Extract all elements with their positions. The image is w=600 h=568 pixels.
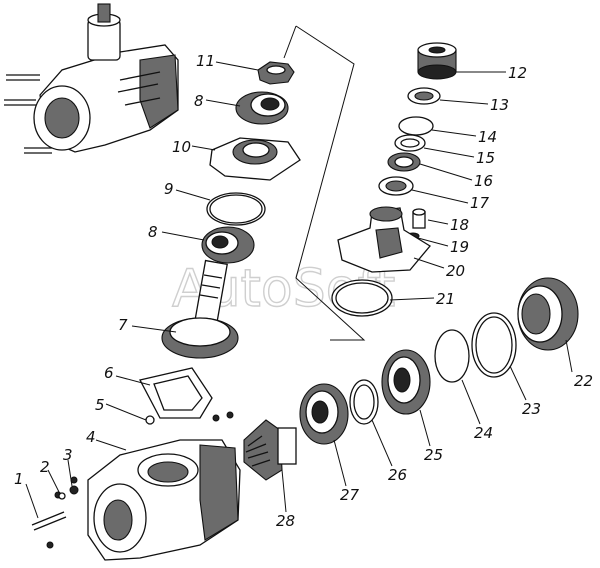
part-15-ring — [394, 134, 426, 152]
part-24-snap-ring — [434, 329, 470, 383]
part-26-ring — [349, 379, 379, 425]
small-fasteners — [46, 411, 234, 549]
callout-7: 7 — [118, 316, 128, 334]
callout-12: 12 — [508, 64, 527, 82]
part-2-washer — [58, 492, 66, 500]
callout-8-lower: 8 — [148, 223, 158, 241]
part-5-ball — [145, 415, 155, 425]
callout-28: 28 — [276, 512, 295, 530]
callout-19: 19 — [450, 238, 469, 256]
part-8-bearing-lower — [201, 226, 255, 264]
callout-3: 3 — [63, 446, 73, 464]
callout-18: 18 — [450, 216, 469, 234]
leader-lines — [25, 61, 573, 519]
callout-23: 23 — [522, 400, 541, 418]
callout-21: 21 — [436, 290, 455, 308]
callout-16: 16 — [474, 172, 493, 190]
part-6-gasket — [139, 367, 213, 419]
part-9-o-ring — [206, 192, 266, 226]
callout-15: 15 — [476, 149, 495, 167]
part-25-bearing — [381, 349, 431, 415]
callout-2: 2 — [40, 458, 50, 476]
callout-9: 9 — [164, 180, 174, 198]
callout-11: 11 — [196, 52, 215, 70]
part-21-o-ring — [331, 279, 393, 317]
part-12-cap — [417, 42, 457, 80]
part-18-bolt — [412, 208, 426, 229]
callout-22: 22 — [574, 372, 593, 390]
callout-6: 6 — [104, 364, 114, 382]
part-4-housing — [87, 439, 241, 561]
part-10-bearing-cap — [209, 137, 301, 181]
callout-1: 1 — [14, 470, 24, 488]
callout-14: 14 — [478, 128, 497, 146]
part-27-bearing — [299, 383, 349, 445]
part-11-nut — [257, 61, 295, 85]
part-7-driven-gear-shaft — [161, 259, 239, 359]
part-3-nut — [69, 485, 79, 495]
assembly-bracket — [283, 25, 366, 341]
callout-5: 5 — [95, 396, 105, 414]
callout-26: 26 — [388, 466, 407, 484]
callout-4: 4 — [86, 428, 96, 446]
part-8-bearing-upper — [235, 91, 289, 125]
callout-25: 25 — [424, 446, 443, 464]
callout-13: 13 — [490, 96, 509, 114]
part-28-bevel-pinion — [243, 419, 297, 481]
callout-20: 20 — [446, 262, 465, 280]
callout-24: 24 — [474, 424, 493, 442]
part-23-ring — [471, 312, 517, 378]
callout-8-upper: 8 — [194, 92, 204, 110]
callout-27: 27 — [340, 486, 360, 504]
callout-numbers: 1 2 3 4 5 6 7 8 8 9 10 11 12 13 14 15 16… — [14, 52, 593, 530]
part-20-pinion-housing — [337, 206, 431, 273]
part-14-snap-ring — [398, 116, 434, 136]
callout-17: 17 — [470, 194, 490, 212]
part-1-stud — [31, 511, 67, 531]
callout-10: 10 — [172, 138, 191, 156]
part-22-bearing-cup — [517, 277, 579, 351]
assembled-gearbox-housing — [4, 3, 179, 154]
